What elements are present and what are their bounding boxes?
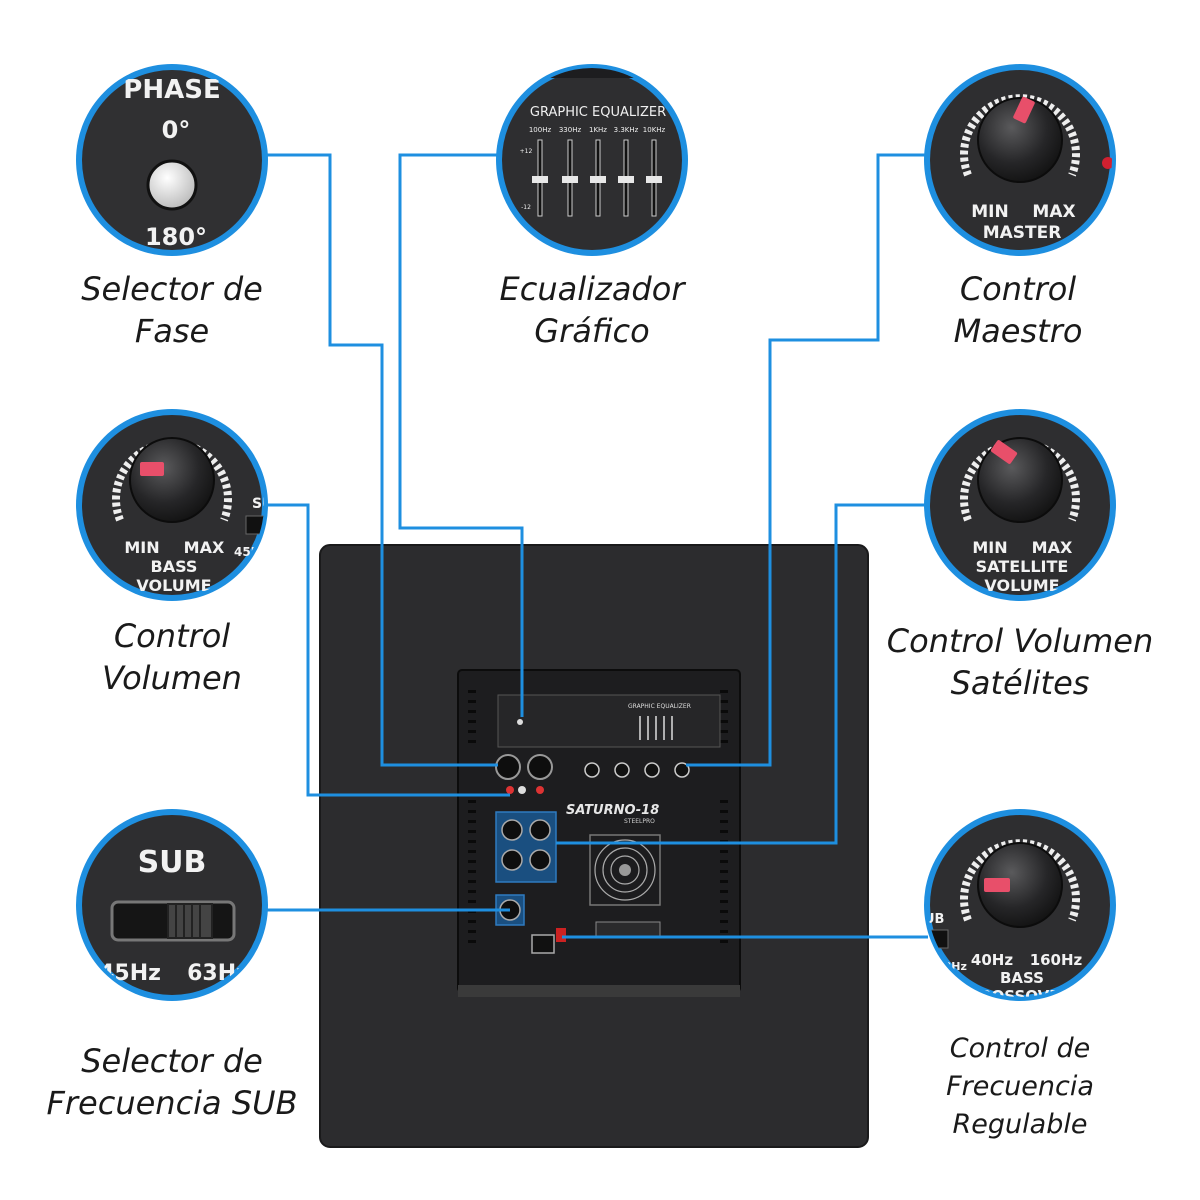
caption-master-line2: Maestro <box>953 312 1083 350</box>
caption-crossover-line3: Regulable <box>952 1109 1088 1140</box>
caption-phase-line2: Fase <box>134 312 210 350</box>
bass-volume-knob <box>129 437 215 523</box>
caption-sub-selector-line1: Selector de <box>81 1042 263 1080</box>
callout-satellite-volume: MIN MAX SATELLITE VOLUME <box>924 409 1116 601</box>
satellite-volume-knob <box>977 437 1063 523</box>
caption-master-line1: Control <box>959 270 1077 308</box>
callout-bass-volume: MIN MAX BASS VOLUME SU 45H <box>76 409 273 601</box>
master-min: MIN <box>971 202 1008 222</box>
crossover-knob-marker <box>984 878 1010 892</box>
plate-eq-sliders <box>639 716 673 740</box>
satellite-volume-name-1: SATELLITE <box>976 557 1069 576</box>
caption-phase-line1: Selector de <box>81 270 263 308</box>
callout-phase: PHASE 0° 180° <box>76 64 268 256</box>
bass-volume-edge-1: SU <box>252 496 273 512</box>
caption-master: Control Maestro <box>898 268 1138 352</box>
eq-band-1: 100Hz <box>529 126 552 134</box>
eq-scale-bottom: -12 <box>521 204 531 211</box>
plate-xlr-inputs <box>495 754 553 794</box>
eq-band-4: 3.3KHz <box>614 126 639 134</box>
sub-title: SUB <box>138 845 207 880</box>
crossover-name-2: CROSSOVER <box>969 987 1071 1005</box>
satellite-volume-knob-marker <box>990 440 1018 464</box>
phase-title: PHASE <box>123 75 220 105</box>
plate-knobs <box>584 762 690 778</box>
phase-bottom-value: 180° <box>145 223 207 251</box>
crossover-high: 160Hz <box>1030 951 1083 969</box>
caption-bass-volume: Control Volumen <box>52 615 292 699</box>
crossover-low: 40Hz <box>971 951 1013 969</box>
bass-volume-name-1: BASS <box>151 557 198 576</box>
callout-sub-selector: SUB 45Hz 63Hz <box>76 809 268 1001</box>
bass-volume-min: MIN <box>124 538 159 557</box>
caption-satellite-volume-line2: Satélites <box>950 664 1090 702</box>
bass-volume-knob-marker <box>140 462 164 476</box>
eq-scale-top: +12 <box>520 148 533 155</box>
plate-model-name: SATURNO-18 <box>566 803 659 818</box>
plate-brand: STEELPRO <box>624 818 655 825</box>
caption-satellite-volume-line1: Control Volumen <box>886 622 1154 660</box>
bass-volume-max: MAX <box>184 538 225 557</box>
phase-button <box>146 159 198 211</box>
bass-volume-name-2: VOLUME <box>136 576 211 595</box>
master-name: MASTER <box>983 223 1062 243</box>
crossover-edge-1: UB <box>924 912 944 927</box>
caption-equalizer-line2: Gráfico <box>534 312 650 350</box>
caption-satellite-volume: Control Volumen Satélites <box>880 620 1160 704</box>
caption-phase: Selector de Fase <box>52 268 292 352</box>
caption-crossover-line2: Frecuencia <box>946 1071 1094 1102</box>
caption-sub-selector: Selector de Frecuencia SUB <box>32 1040 312 1124</box>
callout-equalizer: GRAPHIC EQUALIZER 100Hz 330Hz 1KHz 3.3KH… <box>496 64 688 256</box>
plate-eq-block <box>497 694 721 748</box>
plate-fan <box>589 834 661 906</box>
sub-high: 63Hz <box>187 961 249 986</box>
master-knob <box>977 97 1063 183</box>
crossover-knob <box>977 842 1063 928</box>
eq-title: GRAPHIC EQUALIZER <box>530 105 666 120</box>
eq-band-3: 1KHz <box>589 126 607 134</box>
eq-band-2: 330Hz <box>559 126 582 134</box>
caption-sub-selector-line2: Frecuencia SUB <box>46 1084 298 1122</box>
master-knob-marker <box>1013 96 1035 124</box>
caption-crossover: Control de Frecuencia Regulable <box>900 1030 1140 1144</box>
master-max: MAX <box>1032 202 1075 222</box>
caption-equalizer-line1: Ecualizador <box>499 270 685 308</box>
eq-faders <box>532 139 662 217</box>
phase-top-value: 0° <box>162 116 191 144</box>
caption-bass-volume-line2: Volumen <box>102 659 242 697</box>
caption-bass-volume-line1: Control <box>113 617 231 655</box>
leader-lines <box>262 153 928 939</box>
satellite-volume-max: MAX <box>1032 538 1073 557</box>
satellite-volume-name-2: VOLUME <box>984 576 1059 595</box>
callout-master: MIN MAX MASTER <box>924 64 1116 256</box>
crossover-name-1: BASS <box>1000 969 1044 987</box>
callout-crossover: UB 63Hz 40Hz 160Hz BASS CROSSOVER <box>924 809 1116 1005</box>
eq-band-5: 10KHz <box>643 126 666 134</box>
plate-eq-title: GRAPHIC EQUALIZER <box>628 703 691 710</box>
caption-equalizer: Ecualizador Gráfico <box>462 268 722 352</box>
plate-power-inlet <box>531 934 555 954</box>
caption-crossover-line1: Control de <box>949 1033 1091 1064</box>
sub-switch-handle <box>167 903 213 939</box>
satellite-volume-min: MIN <box>972 538 1007 557</box>
